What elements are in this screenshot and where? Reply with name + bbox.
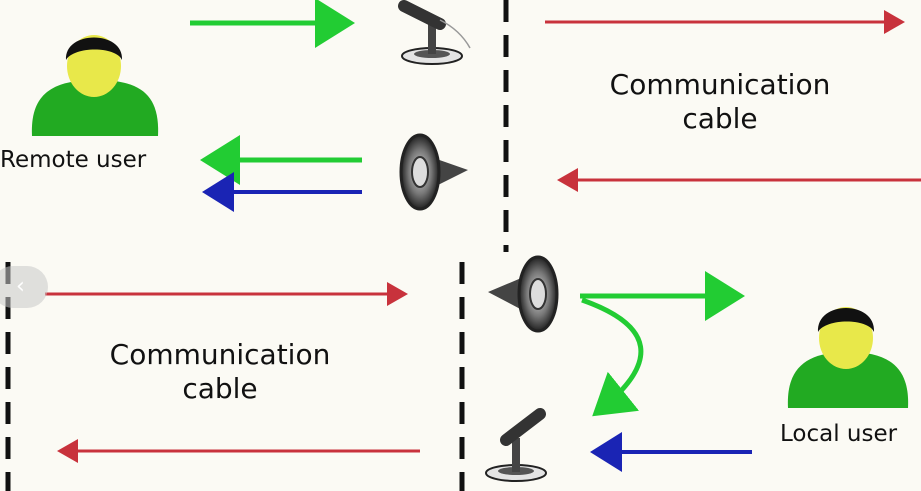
speaker-icon-top bbox=[399, 133, 468, 211]
arrow-green-echo-to-mic bbox=[581, 297, 644, 417]
local-user-label: Local user bbox=[780, 421, 898, 447]
cable-label-top-line1: Communication bbox=[609, 68, 831, 101]
microphone-icon-bottom bbox=[485, 408, 547, 482]
cable-label-top: Communication cable bbox=[570, 68, 870, 136]
local-user-icon bbox=[787, 307, 909, 408]
microphone-icon-top bbox=[398, 0, 471, 65]
previous-slide-button[interactable]: ‹ bbox=[0, 266, 48, 308]
cable-label-bottom-line2: cable bbox=[182, 372, 258, 406]
remote-user-label: Remote user bbox=[0, 147, 147, 173]
chevron-left-icon: ‹ bbox=[16, 274, 25, 299]
cable-label-bottom: Communication cable bbox=[70, 338, 370, 406]
cable-label-bottom-line1: Communication bbox=[109, 338, 331, 371]
cable-label-top-line2: cable bbox=[682, 102, 758, 136]
speaker-icon-bottom bbox=[488, 255, 559, 333]
remote-user-icon bbox=[31, 35, 159, 136]
